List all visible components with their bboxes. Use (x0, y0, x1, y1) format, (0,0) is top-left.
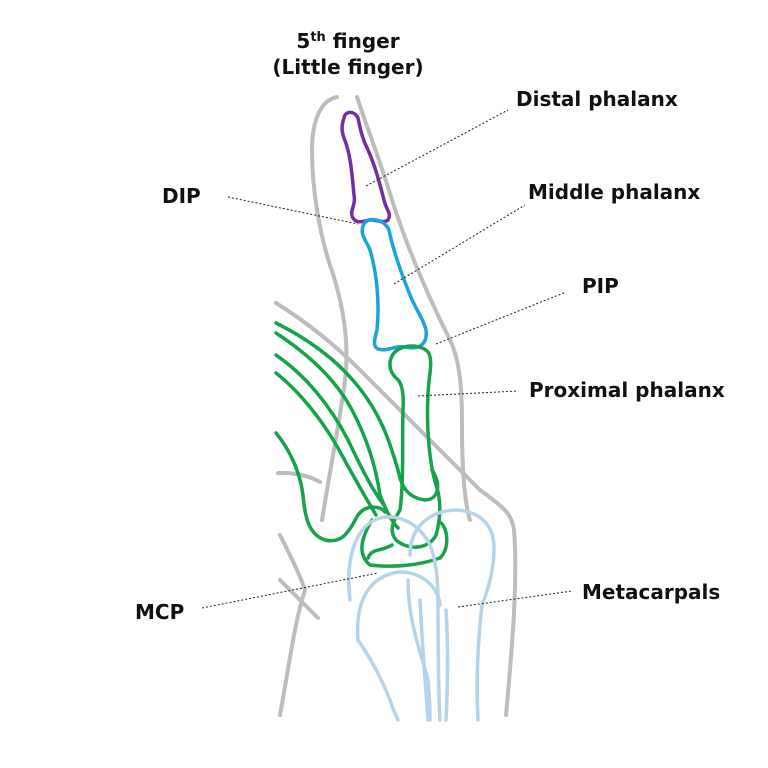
metacarpal-shaft-3 (436, 598, 442, 722)
leader-middle-phalanx (393, 204, 526, 285)
leader-dip (227, 196, 359, 225)
metacarpal-head-2 (408, 508, 496, 607)
figure-title: 5th finger (Little finger) (248, 28, 448, 80)
finger-outline-left (310, 95, 349, 522)
neighbor-bone-5 (274, 431, 387, 543)
hand-outline-crease (278, 578, 320, 620)
label-pip: PIP (582, 274, 619, 298)
metacarpal-bones (347, 508, 496, 722)
leader-metacarpals (457, 590, 573, 608)
middle-phalanx-bone (360, 217, 428, 352)
metacarpal-shaft-6 (444, 608, 450, 722)
label-middle-phalanx: Middle phalanx (528, 180, 701, 204)
title-line-1: 5th finger (248, 28, 448, 54)
label-mcp: MCP (135, 600, 185, 624)
title-line-2: (Little finger) (272, 55, 424, 79)
label-distal-phalanx: Distal phalanx (516, 87, 678, 111)
leader-proximal-phalanx (417, 390, 519, 397)
metacarpal-shaft-1 (356, 638, 400, 722)
label-metacarpals: Metacarpals (582, 580, 721, 604)
neighbor-bone-1 (274, 321, 440, 502)
metacarpal-shaft-4 (418, 598, 430, 722)
leader-pip (435, 291, 567, 345)
hand-outline-upper (274, 301, 518, 717)
hand-outline-lower-left (278, 533, 307, 717)
leader-mcp (201, 572, 379, 609)
label-dip: DIP (162, 184, 201, 208)
neighbor-bone-7 (366, 543, 394, 560)
finger-outline-right (355, 95, 472, 522)
metacarpal-shaft-2 (406, 578, 432, 722)
neighbor-bone-2 (274, 331, 400, 530)
leader-distal-phalanx (365, 109, 509, 187)
title-superscript: th (310, 30, 326, 45)
metacarpal-head-1 (347, 515, 440, 602)
neighbor-bone-6 (360, 518, 449, 568)
label-proximal-phalanx: Proximal phalanx (529, 378, 725, 402)
metacarpal-head-3 (355, 570, 442, 642)
neighbor-bone-3 (274, 353, 386, 507)
metacarpal-shaft-5 (475, 603, 484, 722)
skin-outline (274, 95, 518, 717)
neighbor-bone-4 (274, 371, 378, 517)
title-finger-word: finger (332, 29, 400, 53)
title-number: 5 (296, 29, 311, 53)
neighbor-finger-bones (274, 321, 449, 568)
proximal-phalanx-bone (388, 344, 442, 549)
leader-lines (201, 109, 573, 609)
